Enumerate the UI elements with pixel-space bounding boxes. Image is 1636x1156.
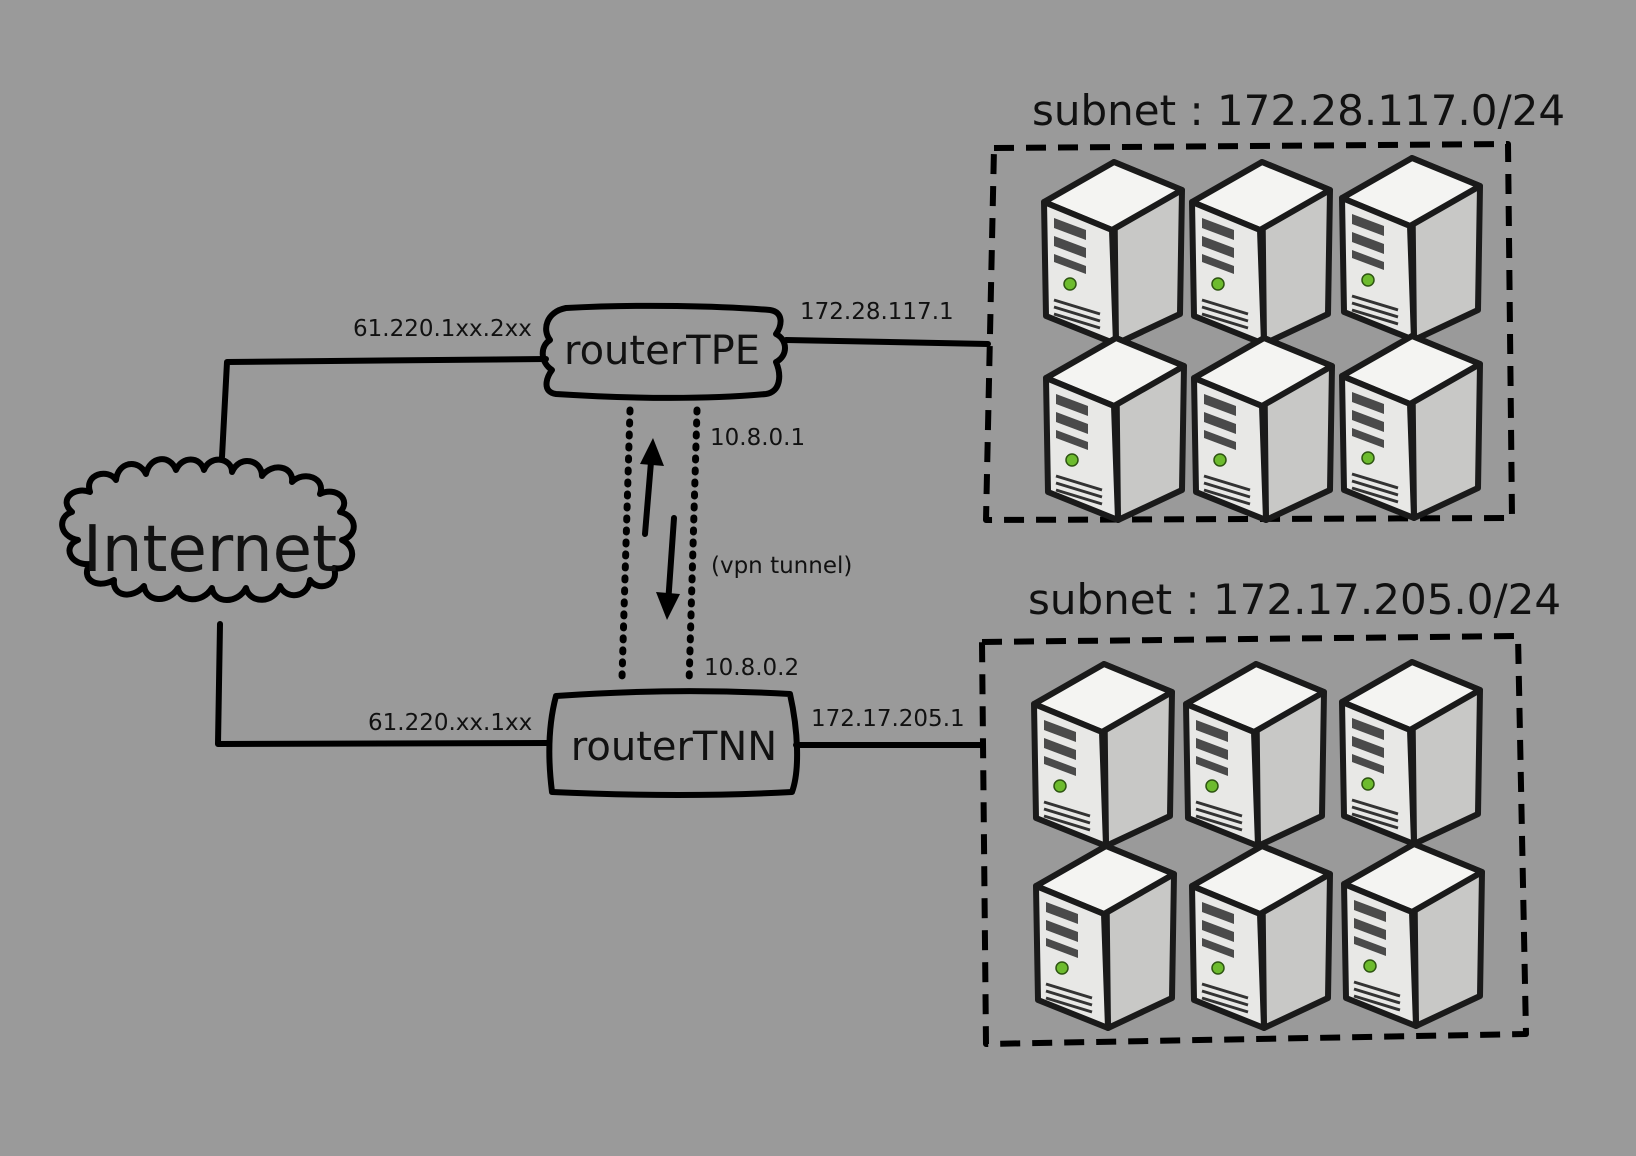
router-tnn-label: routerTNN <box>571 724 777 770</box>
tpe-lan-ip: 172.28.117.1 <box>800 299 954 325</box>
tnn-wan-ip: 61.220.xx.1xx <box>368 710 532 736</box>
cloud-icon <box>59 456 357 603</box>
server-icon <box>1192 162 1330 344</box>
server-icon <box>1192 846 1330 1028</box>
vpn-tunnel <box>618 406 701 688</box>
lan-link-tpe <box>783 337 991 347</box>
internet-label: Internet <box>83 513 337 587</box>
server-icon <box>1046 338 1184 520</box>
wan-link-tnn <box>215 621 551 747</box>
internet-cloud: Internet <box>59 456 357 603</box>
tpe-vpn-ip: 10.8.0.1 <box>710 425 805 451</box>
tnn-lan-ip: 172.17.205.1 <box>811 706 965 732</box>
subnet-tnn: subnet : 172.17.205.0/24 <box>979 575 1561 1047</box>
tpe-wan-ip: 61.220.1xx.2xx <box>353 316 532 342</box>
vpn-tunnel-label: (vpn tunnel) <box>711 553 852 579</box>
router-tnn: routerTNN <box>546 688 801 798</box>
servers-tpe <box>1044 158 1480 520</box>
subnet-tpe-label: subnet : 172.28.117.0/24 <box>1032 86 1565 135</box>
subnet-tpe: subnet : 172.28.117.0/24 <box>983 86 1565 523</box>
server-icon <box>1342 158 1480 340</box>
tnn-vpn-ip: 10.8.0.2 <box>704 655 799 681</box>
vpn-arrow-down-icon <box>656 515 680 620</box>
wan-link-tpe <box>219 356 549 460</box>
server-icon <box>1194 338 1332 520</box>
server-icon <box>1034 664 1172 846</box>
subnet-tnn-label: subnet : 172.17.205.0/24 <box>1028 575 1561 624</box>
server-icon <box>1044 162 1182 344</box>
server-icon <box>1036 846 1174 1028</box>
server-icon <box>1342 662 1480 844</box>
router-tpe-label: routerTPE <box>564 328 760 374</box>
server-icon <box>1342 336 1480 518</box>
vpn-arrow-up-icon <box>640 438 664 537</box>
servers-tnn <box>1034 662 1482 1028</box>
server-icon <box>1344 844 1482 1026</box>
router-tpe: routerTPE <box>539 302 788 401</box>
server-icon <box>1186 664 1324 846</box>
